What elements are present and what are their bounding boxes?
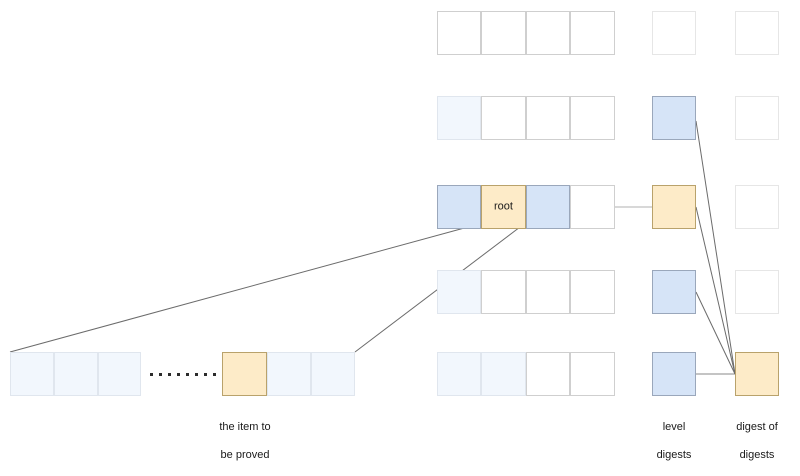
leaf-cell[interactable] bbox=[54, 352, 98, 396]
array-cell[interactable] bbox=[437, 11, 481, 55]
connector-level2-to-digest-of-digests bbox=[695, 120, 736, 375]
digest-of-digests-row-4[interactable] bbox=[735, 270, 779, 314]
array-cell[interactable] bbox=[526, 185, 570, 229]
diagram-canvas: root bbox=[9, 11, 779, 461]
array-row-3-root: root bbox=[437, 185, 615, 229]
leaf-cell[interactable] bbox=[311, 352, 355, 396]
caption-line-1: digest of bbox=[736, 421, 778, 433]
item-to-be-proved-cell[interactable] bbox=[222, 352, 267, 396]
ellipsis-dot bbox=[168, 373, 171, 376]
leaf-cell[interactable] bbox=[98, 352, 141, 396]
caption-line-2: digests bbox=[656, 449, 692, 461]
array-cell[interactable] bbox=[526, 11, 570, 55]
array-row-5 bbox=[437, 352, 615, 396]
level-digest-row-1[interactable] bbox=[652, 11, 696, 55]
array-cell[interactable] bbox=[570, 11, 615, 55]
array-cell[interactable] bbox=[437, 352, 481, 396]
leaf-cell[interactable] bbox=[10, 352, 54, 396]
digest-of-digests-row-3[interactable] bbox=[735, 185, 779, 229]
array-cell[interactable] bbox=[481, 96, 526, 140]
caption-level-digests: level digests bbox=[644, 406, 704, 476]
array-cell[interactable] bbox=[481, 352, 526, 396]
level-digest-row-4[interactable] bbox=[652, 270, 696, 314]
digest-of-digests-row-2[interactable] bbox=[735, 96, 779, 140]
array-cell[interactable] bbox=[526, 270, 570, 314]
ellipsis-dot bbox=[186, 373, 189, 376]
caption-line-2: be proved bbox=[220, 449, 270, 461]
ellipsis-dot bbox=[204, 373, 207, 376]
caption-digest-of-digests: digest of digests bbox=[722, 406, 792, 476]
caption-item-to-be-proved: the item to be proved bbox=[194, 406, 296, 476]
connector-level3-to-digest-of-digests bbox=[695, 206, 736, 375]
array-cell[interactable] bbox=[437, 270, 481, 314]
array-cell[interactable] bbox=[481, 11, 526, 55]
array-cell[interactable] bbox=[437, 96, 481, 140]
array-cell[interactable] bbox=[526, 352, 570, 396]
array-cell[interactable] bbox=[437, 185, 481, 229]
array-cell[interactable] bbox=[570, 352, 615, 396]
level-digest-row-2[interactable] bbox=[652, 96, 696, 140]
connector-level4-to-digest-of-digests bbox=[695, 291, 736, 375]
array-cell[interactable] bbox=[481, 270, 526, 314]
level-digest-row-3[interactable] bbox=[652, 185, 696, 229]
array-cell[interactable] bbox=[526, 96, 570, 140]
array-row-4 bbox=[437, 270, 615, 314]
leaf-array-ellipsis bbox=[150, 373, 216, 376]
ellipsis-dot bbox=[159, 373, 162, 376]
root-cell[interactable]: root bbox=[481, 185, 526, 229]
leaf-array-left bbox=[10, 352, 141, 396]
ellipsis-dot bbox=[213, 373, 216, 376]
caption-line-1: the item to bbox=[219, 421, 271, 433]
leaf-array-right bbox=[222, 352, 355, 396]
caption-line-2: digests bbox=[739, 449, 775, 461]
ellipsis-dot bbox=[195, 373, 198, 376]
digest-of-digests-row-1[interactable] bbox=[735, 11, 779, 55]
array-row-1 bbox=[437, 11, 615, 55]
caption-line-1: level bbox=[662, 421, 686, 433]
digest-of-digests-cell[interactable] bbox=[735, 352, 779, 396]
array-cell[interactable] bbox=[570, 96, 615, 140]
array-cell[interactable] bbox=[570, 270, 615, 314]
level-digest-row-5[interactable] bbox=[652, 352, 696, 396]
root-cell-label: root bbox=[494, 200, 513, 213]
ellipsis-dot bbox=[177, 373, 180, 376]
array-row-2 bbox=[437, 96, 615, 140]
ellipsis-dot bbox=[150, 373, 153, 376]
connector-root-left-to-leaf-start bbox=[9, 223, 480, 353]
leaf-cell[interactable] bbox=[267, 352, 311, 396]
array-cell[interactable] bbox=[570, 185, 615, 229]
